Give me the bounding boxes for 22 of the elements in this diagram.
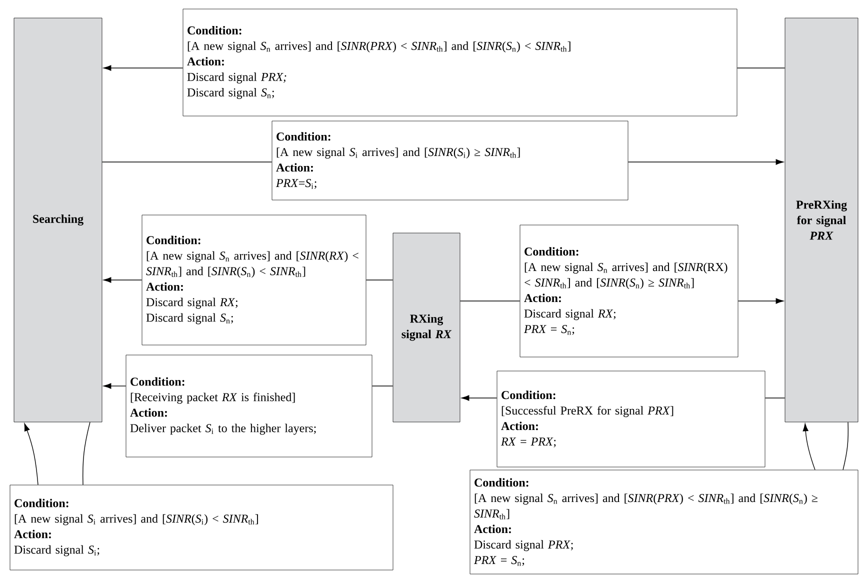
condition-box: Condition: [A new signal S$_{i}$ arrives] and [SINR(S$_{i}$) ≥ SINR$_{th}$] Action: PRX=S$_{i}$;: [272, 120, 628, 200]
condition-box: Condition: [Receiving packet RX is finished] Action: Deliver packet S$_{i}$ to the higher layers;: [126, 354, 372, 458]
condition-box: Condition: [Successful PreRX for signal PRX] Action: RX = PRX;: [496, 370, 766, 468]
arrow: [461, 395, 498, 401]
condition-box: Condition: [A new signal S$_{n}$ arrives] and [SINR(RX) < SINR$_{th}$] and [SINR(S$_{n}$) < SINR$_{th}$] Action: Discard signal RX; Discard signal S$_{n}$;: [142, 214, 366, 346]
condition-box: Condition: [A new signal S$_{n}$ arrives] and [SINR(PRX) < SINR$_{th}$] and [SINR(S$_{n}$) ≥ SINR$_{th}$] Action: Discard signal PRX; PRX = S$_{n}$;: [470, 470, 858, 574]
connector-line: [842, 422, 849, 470]
condition-box: Condition: [A new signal S$_{i}$ arrives] and [SINR(S$_{i}$) < SINR$_{th}$] Action: Discard signal S$_{i}$;: [10, 484, 394, 570]
arrow: [802, 423, 816, 470]
arrow: [24, 423, 38, 486]
connector-line: [460, 300, 520, 302]
arrow: [103, 277, 142, 283]
arrow: [628, 159, 784, 165]
condition-box: Condition: [A new signal S$_{n}$ arrives] and [SINR(RX) < SINR$_{th}$] and [SINR(S$_{n}$) ≥ SINR$_{th}$] Action: Discard signal RX; PRX = S$_{n}$;: [520, 224, 738, 358]
connector-line: [82, 422, 90, 486]
arrow: [738, 298, 784, 304]
state-box: RXing signal RX: [392, 232, 460, 422]
arrow: [103, 383, 126, 389]
state-box: Searching: [14, 18, 102, 422]
condition-box: Condition: [A new signal S$_{n}$ arrives] and [SINR(PRX) < SINR$_{th}$] and [SINR(S$_{n}$) < SINR$_{th}$] Action: Discard signal PRX; Discard signal S$_{n}$;: [182, 8, 738, 116]
arrow: [103, 65, 184, 71]
state-box: PreRXing for signal PRX: [784, 18, 858, 422]
